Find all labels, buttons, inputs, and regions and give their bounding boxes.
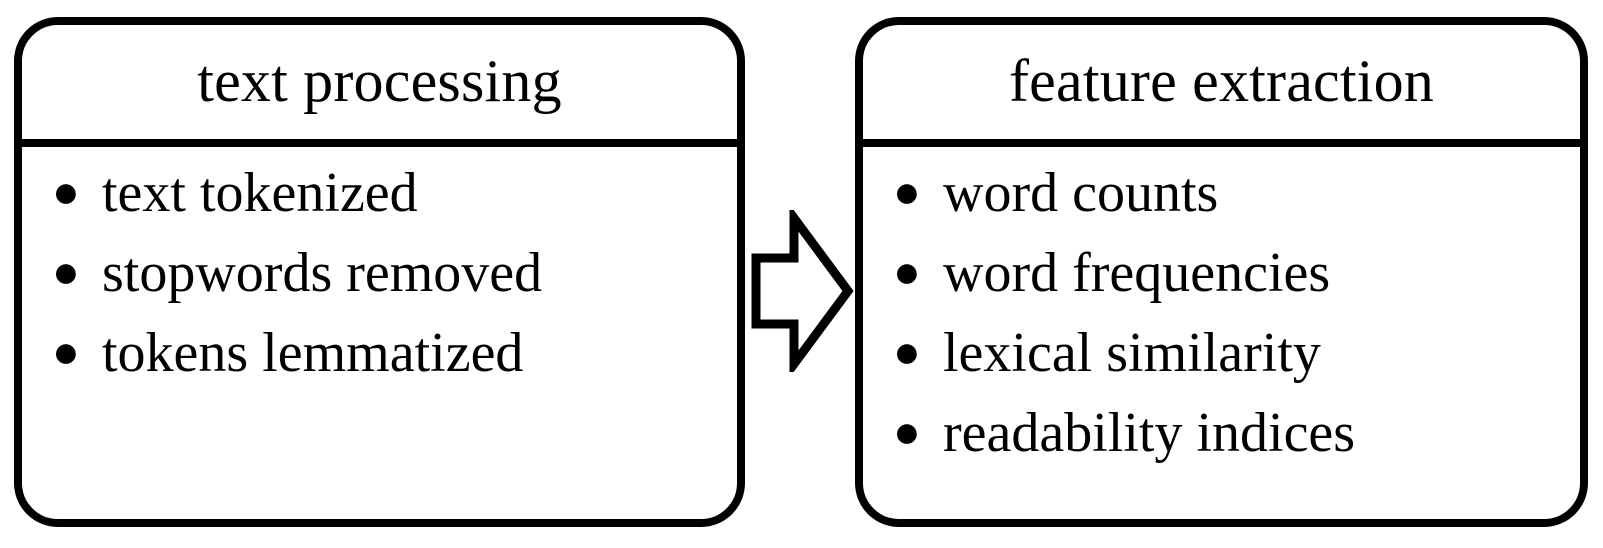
list-item: ● lexical similarity	[893, 325, 1580, 405]
bullet-icon: ●	[893, 166, 921, 217]
node-header-feature-extraction: feature extraction	[863, 25, 1580, 147]
bullet-icon: ●	[52, 326, 80, 377]
list-item-label: readability indices	[943, 402, 1356, 464]
list-item-label: word frequencies	[943, 242, 1331, 304]
list-item: ● text tokenized	[52, 165, 737, 245]
list-item: ● word counts	[893, 165, 1580, 245]
node-title-feature-extraction: feature extraction	[1008, 47, 1434, 114]
list-item-label: word counts	[943, 162, 1219, 224]
bullet-icon: ●	[893, 406, 921, 457]
bullet-icon: ●	[893, 246, 921, 297]
node-body-text-processing: ● text tokenized ● stopwords removed ● t…	[22, 147, 737, 519]
node-header-text-processing: text processing	[22, 25, 737, 147]
bullet-icon: ●	[893, 326, 921, 377]
node-feature-extraction[interactable]: feature extraction ● word counts ● word …	[855, 17, 1588, 527]
node-body-feature-extraction: ● word counts ● word frequencies ● lexic…	[863, 147, 1580, 519]
arrow-right-icon	[751, 210, 854, 372]
list-item: ● readability indices	[893, 405, 1580, 485]
node-text-processing[interactable]: text processing ● text tokenized ● stopw…	[14, 17, 745, 527]
list-item: ● tokens lemmatized	[52, 325, 737, 405]
list-item-label: tokens lemmatized	[102, 322, 524, 384]
list-item-label: lexical similarity	[943, 322, 1321, 384]
flow-arrow-icon	[750, 210, 854, 372]
list-item-label: text tokenized	[102, 162, 418, 224]
node-title-text-processing: text processing	[197, 47, 562, 114]
bullet-icon: ●	[52, 166, 80, 217]
list-item: ● word frequencies	[893, 245, 1580, 325]
bullet-icon: ●	[52, 246, 80, 297]
list-item-label: stopwords removed	[102, 242, 543, 304]
list-item: ● stopwords removed	[52, 245, 737, 325]
